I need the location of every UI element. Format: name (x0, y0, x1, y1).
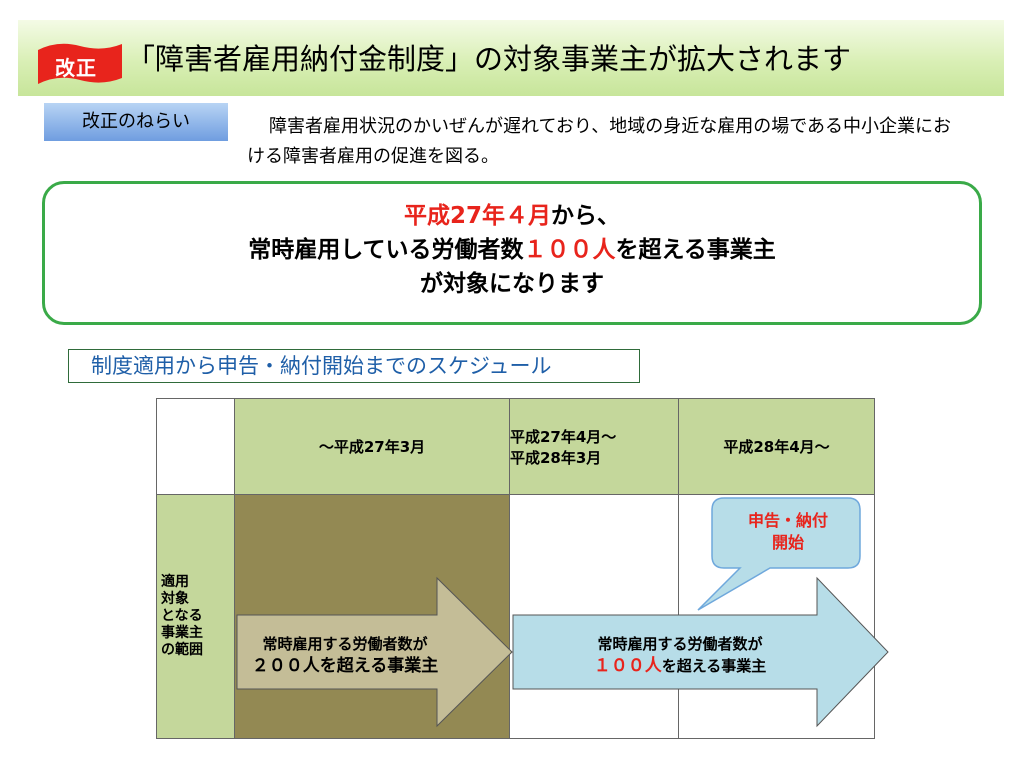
col-header-1: ～平成27年3月 (234, 398, 510, 495)
col-header-2: 平成27年4月～平成28年3月 (509, 398, 679, 495)
page-title: 「障害者雇用納付金制度」の対象事業主が拡大されます (126, 42, 852, 76)
period-cell-1 (234, 494, 510, 739)
revision-badge: 改正 (55, 56, 97, 80)
aim-label: 改正のねらい (44, 103, 228, 141)
title-bar (18, 20, 1004, 96)
effective-date: 平成27年４月 (403, 203, 551, 229)
col-header-3: 平成28年4月～ (678, 398, 875, 495)
corner-cell (156, 398, 235, 495)
schedule-table: ～平成27年3月 平成27年4月～平成28年3月 平成28年4月～ 適用 対象 … (156, 398, 875, 739)
schedule-label: 制度適用から申告・納付開始までのスケジュール (68, 349, 640, 383)
highlight-line-3: が対象になります (420, 271, 604, 297)
highlight-line-1: 平成27年４月から、 (403, 203, 620, 229)
arrow-2-label: 常時雇用する労働者数が １００人を超える事業主 (593, 635, 767, 676)
arrow-1-label: 常時雇用する労働者数が ２００人を超える事業主 (251, 635, 439, 676)
period-cell-2 (509, 494, 679, 739)
highlight-box: 平成27年４月から、 常時雇用している労働者数１００人を超える事業主 が対象にな… (42, 181, 982, 325)
callout-text: 申告・納付 開始 (747, 511, 828, 552)
highlight-line-2: 常時雇用している労働者数１００人を超える事業主 (248, 237, 776, 263)
row-header: 適用 対象 となる 事業主 の範囲 (156, 494, 235, 739)
flag-badge-icon (38, 43, 122, 84)
aim-text: 障害者雇用状況のかいぜんが遅れており、地域の身近な雇用の場である中小企業における… (247, 116, 952, 167)
employee-threshold: １００人 (523, 237, 616, 263)
